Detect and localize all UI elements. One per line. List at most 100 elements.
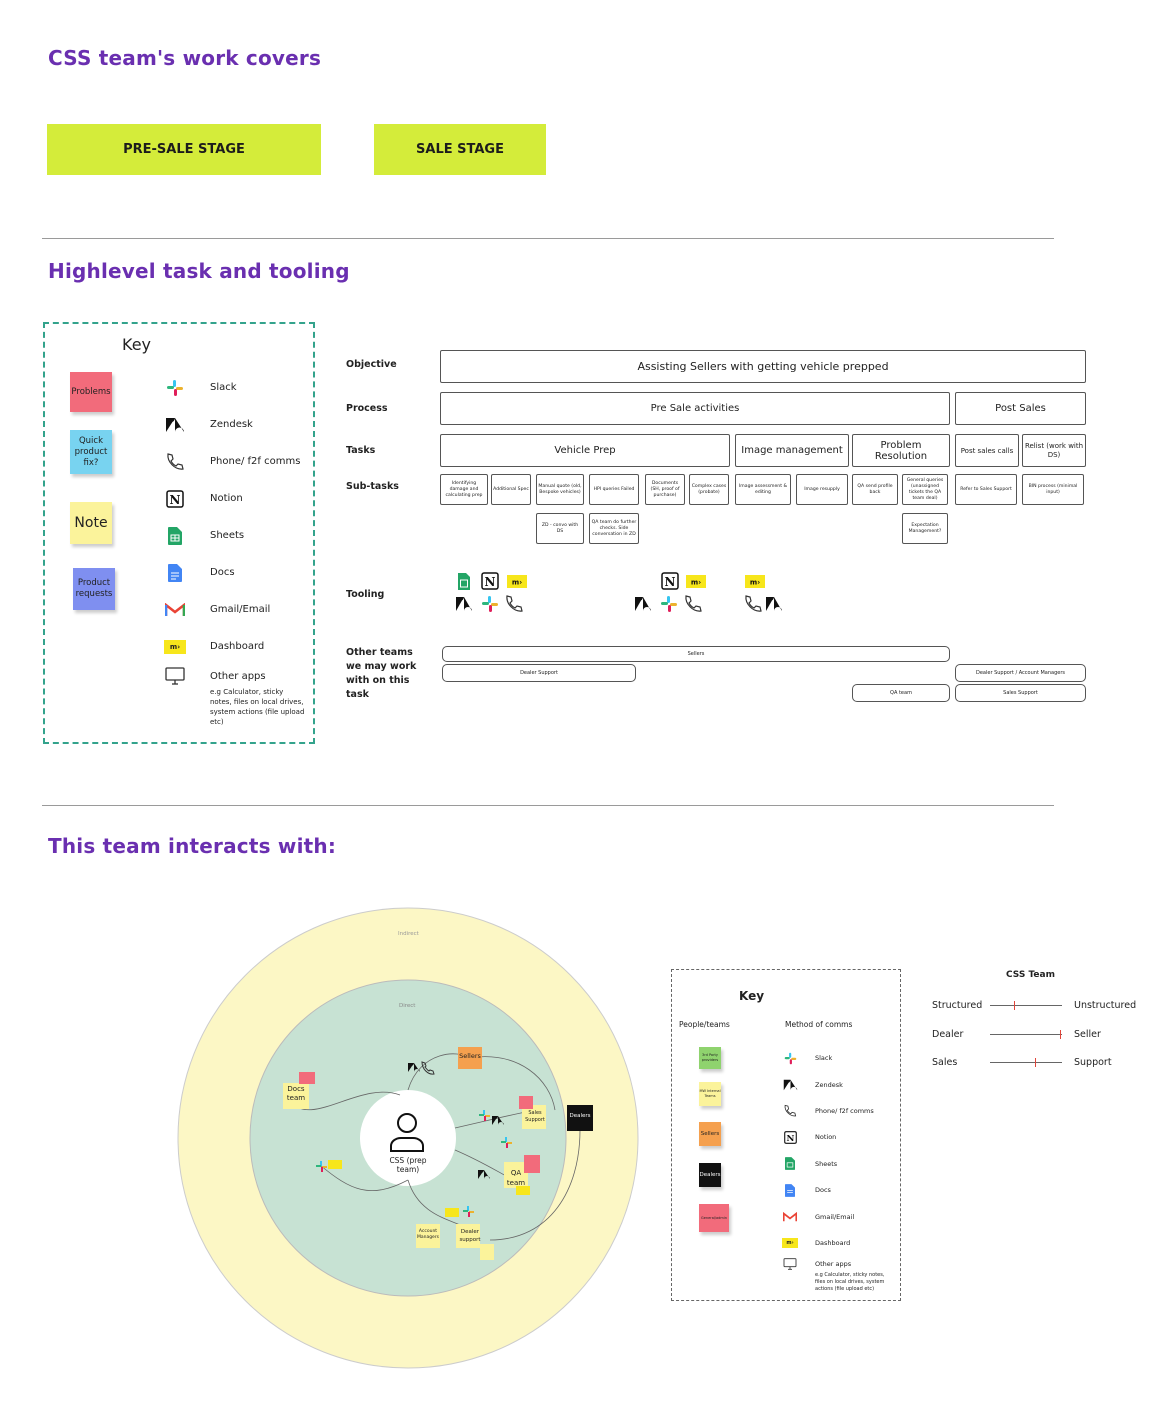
scale-marker — [1059, 1030, 1062, 1039]
docs-icon — [164, 562, 186, 584]
comms-label: Notion — [815, 1133, 837, 1142]
zendesk-icon — [492, 1116, 504, 1125]
key-label: Notion — [210, 493, 243, 504]
sticky-problems: Problems — [70, 372, 112, 412]
subtask-card: QA team do further checks. Side conversa… — [589, 513, 639, 544]
row-label-tooling: Tooling — [346, 589, 385, 600]
key-label: Sheets — [210, 530, 245, 541]
slack-icon — [479, 1110, 490, 1121]
slack-icon — [501, 1137, 512, 1148]
key-row-docs: Docs — [164, 554, 304, 591]
dashboard-icon: m› — [782, 1235, 798, 1251]
task-post-sales-calls: Post sales calls — [955, 434, 1019, 467]
comms-row: Zendesk — [782, 1071, 892, 1097]
task-problem-resolution: Problem Resolution — [852, 434, 950, 467]
row-label-tasks: Tasks — [346, 445, 376, 456]
sticky-product-requests: Product requests — [73, 568, 115, 610]
gmail-icon — [164, 599, 186, 621]
dealers-node — [567, 1105, 593, 1131]
comms-label: Sheets — [815, 1159, 838, 1168]
key-label: Zendesk — [210, 419, 253, 430]
docs-icon — [782, 1182, 798, 1198]
objective-box: Assisting Sellers with getting vehicle p… — [440, 350, 1086, 383]
team-pill-dealer-support: Dealer Support — [442, 664, 636, 682]
team-pill-qa-team: QA team — [852, 684, 950, 702]
slack-icon — [482, 596, 498, 612]
zendesk-icon — [408, 1063, 420, 1072]
comms-label: Zendesk — [815, 1080, 843, 1089]
comms-row: Other apps — [782, 1256, 892, 1272]
scale-right-label: Seller — [1074, 1029, 1101, 1040]
scale-right-label: Unstructured — [1074, 1000, 1137, 1011]
svg-text:m›: m› — [691, 579, 701, 587]
section-title-tooling: Highlevel task and tooling — [48, 259, 350, 283]
key-people-general: General/admin — [699, 1204, 729, 1232]
interaction-key-title: Key — [739, 989, 765, 1003]
process-pre-sale: Pre Sale activities — [440, 392, 950, 425]
scale-right-label: Support — [1074, 1057, 1112, 1068]
gmail-icon — [782, 1209, 798, 1225]
key-col-comms: Method of comms — [785, 1020, 853, 1029]
notion-icon: N — [782, 1129, 798, 1145]
scale-track — [990, 1001, 1062, 1010]
comms-label: Gmail/Email — [815, 1212, 855, 1221]
slack-icon — [661, 596, 677, 612]
svg-text:m›: m› — [750, 579, 760, 587]
dealer-note-sticky — [480, 1244, 494, 1260]
team-pill-sales-support: Sales Support — [955, 684, 1086, 702]
section-title-work-covers: CSS team's work covers — [48, 46, 322, 70]
dashboard-icon — [516, 1186, 530, 1195]
key-label: Docs — [210, 567, 235, 578]
zendesk-icon — [635, 597, 651, 611]
key-people-3rd-party: 3rd Party providers — [699, 1047, 721, 1069]
comms-label: Dashboard — [815, 1238, 851, 1247]
comms-label: Phone/ f2f comms — [815, 1106, 874, 1115]
node-qa-team-label: QA team — [506, 1169, 526, 1187]
comms-label: Docs — [815, 1186, 831, 1195]
subtask-card: Expectation Management? — [902, 513, 948, 544]
sales-flag-sticky — [519, 1096, 533, 1109]
node-docs-team-label: Docs team — [286, 1085, 306, 1102]
comms-row: Docs — [782, 1177, 892, 1203]
phone-icon — [421, 1061, 435, 1075]
subtask-card: BIN process (minimal input) — [1022, 474, 1084, 505]
interaction-key-comms: Slack Zendesk Phone/ f2f comms N Notion S… — [782, 1045, 892, 1293]
key-row-gmail: Gmail/Email — [164, 591, 304, 628]
ring-label-indirect: Indirect — [398, 931, 419, 937]
key-row-sheets: Sheets — [164, 517, 304, 554]
subtask-card: Image resupply — [796, 474, 848, 505]
dealer-support-node — [456, 1224, 480, 1248]
monitor-icon — [782, 1256, 798, 1272]
comms-row: m› Dashboard — [782, 1230, 892, 1256]
zendesk-icon — [164, 414, 186, 436]
key-title: Key — [122, 335, 152, 354]
comms-row: Slack — [782, 1045, 892, 1071]
key-label: Phone/ f2f comms — [210, 456, 301, 467]
svg-text:N: N — [665, 575, 676, 589]
key-label: Slack — [210, 382, 237, 393]
phone-icon — [506, 595, 523, 612]
subtask-card: Image assessment & editing — [735, 474, 791, 505]
sellers-node — [458, 1047, 482, 1069]
pre-sale-stage-button[interactable]: PRE-SALE STAGE — [47, 124, 321, 175]
comms-other-note: e.g Calculator, sticky notes, files on l… — [815, 1272, 885, 1293]
interaction-diagram — [177, 907, 639, 1369]
key-tool-list: Slack Zendesk Phone/ f2f comms N Notion … — [164, 369, 304, 727]
notion-icon: N — [164, 488, 186, 510]
comms-row: N Notion — [782, 1124, 892, 1150]
sale-stage-button[interactable]: SALE STAGE — [374, 124, 546, 175]
interaction-key-panel — [671, 969, 901, 1301]
scale-left-label: Sales — [932, 1057, 958, 1068]
dashboard-icon — [328, 1160, 342, 1169]
subtask-card: Identifying damage and calculating prep — [440, 474, 488, 505]
subtask-card: Documents (SH, proof of purchase) — [645, 474, 685, 505]
tooling-group-vehicle-prep: N m› — [455, 572, 535, 616]
phone-icon — [164, 451, 186, 473]
account-managers-node — [416, 1224, 440, 1248]
comms-label: Other apps — [815, 1260, 852, 1269]
key-row-slack: Slack — [164, 369, 304, 406]
tooling-group-problem-resolution: m› — [744, 572, 794, 616]
ring-label-direct: Direct — [399, 1003, 416, 1009]
row-label-process: Process — [346, 403, 388, 414]
divider — [42, 805, 1054, 806]
